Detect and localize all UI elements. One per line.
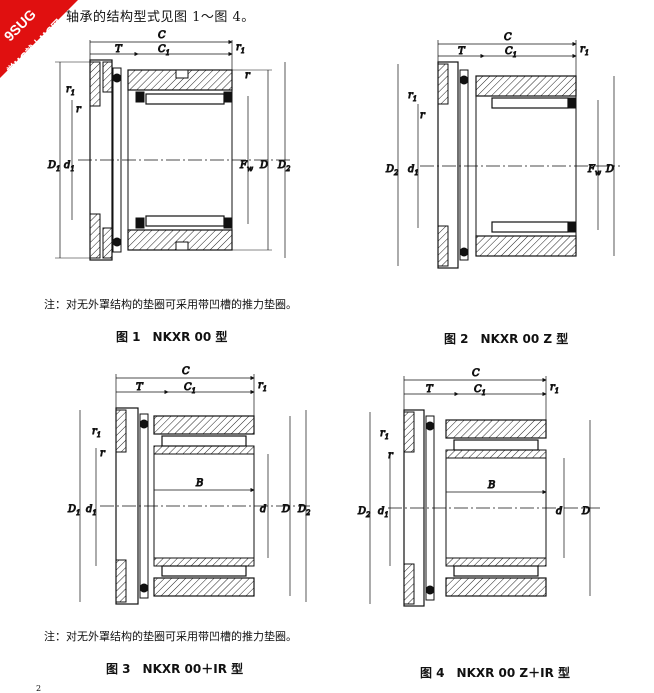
- header-text: 轴承的结构型式见图 1～图 4。: [66, 10, 255, 25]
- dim-r-fig2: r: [420, 110, 426, 121]
- dim-r1b-fig4: r1: [380, 428, 389, 441]
- dim-d-fig4: d: [556, 506, 562, 517]
- dim-subscript: 1: [166, 49, 170, 57]
- dim-subscript: 1: [92, 509, 96, 517]
- dim-subscript: 1: [76, 509, 80, 517]
- dim-d-fig3: d: [260, 504, 266, 515]
- dim-subscript: 1: [263, 385, 267, 393]
- dim-B-fig4: B: [487, 480, 495, 491]
- dim-subscript: 1: [192, 387, 196, 395]
- dim-d1-fig3: d1: [86, 504, 97, 517]
- dim-D1-fig1: D1: [47, 160, 61, 173]
- dim-r1-fig2: r1: [580, 44, 589, 57]
- dim-D2-fig2: D2: [385, 164, 399, 177]
- dim-C-fig1: C: [158, 30, 166, 41]
- dim-subscript: w: [247, 165, 253, 173]
- dim-C-fig3: C: [182, 366, 190, 377]
- dim-r1-fig4: r1: [550, 382, 559, 395]
- dim-subscript: 2: [285, 165, 291, 173]
- figure-1-drawing: D1 d1 Fw D D2 C T C1 r1 r r1 r: [47, 30, 292, 261]
- dim-subscript: 1: [56, 165, 60, 173]
- dim-r-fig1b: r: [76, 104, 82, 115]
- dim-T-fig1: T: [115, 44, 123, 55]
- figure-3-caption: 图 3 NKXR 00＋IR 型: [106, 662, 244, 676]
- dim-d1-fig4: d1: [378, 506, 389, 519]
- dim-r1-fig1: r1: [236, 42, 245, 55]
- dim-C1-fig4: C1: [474, 384, 486, 397]
- dim-d1-fig1: d1: [64, 160, 75, 173]
- figure-4-caption: 图 4 NKXR 00 Z＋IR 型: [420, 666, 571, 680]
- dim-r-fig1: r: [245, 70, 251, 81]
- dim-Fw-fig1: Fw: [239, 160, 253, 173]
- dim-D2-fig1: D2: [277, 160, 291, 173]
- dim-r1-fig3: r1: [258, 380, 267, 393]
- dim-subscript: 1: [513, 51, 517, 59]
- dim-subscript: 1: [71, 89, 75, 97]
- dim-subscript: 2: [393, 169, 399, 177]
- dim-C-fig2: C: [504, 32, 512, 43]
- dim-C1-fig1: C1: [158, 44, 170, 57]
- dim-r1b-fig1: r1: [66, 84, 75, 97]
- page-number: 2: [36, 684, 42, 693]
- figure-1-note: 注：对无外罩结构的垫圈可采用带凹槽的推力垫圈。: [44, 298, 297, 311]
- dim-subscript: 1: [70, 165, 74, 173]
- dim-subscript: 1: [482, 389, 486, 397]
- dim-C-fig4: C: [472, 368, 480, 379]
- figure-3-drawing: D1 d1 B d D D2 C T C1 r1 r1 r: [67, 366, 312, 605]
- dim-subscript: 1: [385, 433, 389, 441]
- dim-subscript: 2: [305, 509, 311, 517]
- dim-r1b-fig3: r1: [92, 426, 101, 439]
- dim-D-fig4: D: [581, 506, 590, 517]
- dim-subscript: 1: [241, 47, 245, 55]
- dim-r-fig3: r: [100, 448, 106, 459]
- figure-2-caption: 图 2 NKXR 00 Z 型: [444, 332, 569, 346]
- dim-C1-fig3: C1: [184, 382, 196, 395]
- figure-2-drawing: D2 d1 Fw D C T C1 r1 r1 r: [385, 32, 620, 269]
- dim-C1-fig2: C1: [505, 46, 517, 59]
- dim-D-fig1: D: [259, 160, 268, 171]
- figure-4-drawing: D2 d1 B d D C T C1 r1 r1 r: [357, 368, 600, 607]
- figure-1-caption: 图 1 NKXR 00 型: [116, 330, 228, 344]
- dim-subscript: 1: [97, 431, 101, 439]
- dim-T-fig2: T: [458, 46, 466, 57]
- figure-3-note: 注：对无外罩结构的垫圈可采用带凹槽的推力垫圈。: [44, 630, 297, 643]
- dim-subscript: 1: [414, 169, 418, 177]
- dim-T-fig3: T: [136, 382, 144, 393]
- dim-subscript: 1: [384, 511, 388, 519]
- dim-D-fig2: D: [605, 164, 614, 175]
- dim-B-fig3: B: [195, 478, 203, 489]
- dim-subscript: 2: [365, 511, 371, 519]
- dim-subscript: 1: [555, 387, 559, 395]
- dim-D2-fig4: D2: [357, 506, 371, 519]
- dim-subscript: 1: [585, 49, 589, 57]
- dim-d1-fig2: d1: [408, 164, 419, 177]
- dim-D1-fig3: D1: [67, 504, 81, 517]
- dim-r-fig4: r: [388, 450, 394, 461]
- dim-T-fig4: T: [426, 384, 434, 395]
- dim-subscript: 1: [413, 95, 417, 103]
- dim-r1b-fig2: r1: [408, 90, 417, 103]
- watermark-badge: 9SUG 学UG就上UG网: [0, 0, 80, 84]
- dim-D-fig3: D: [281, 504, 290, 515]
- dim-subscript: w: [595, 169, 601, 177]
